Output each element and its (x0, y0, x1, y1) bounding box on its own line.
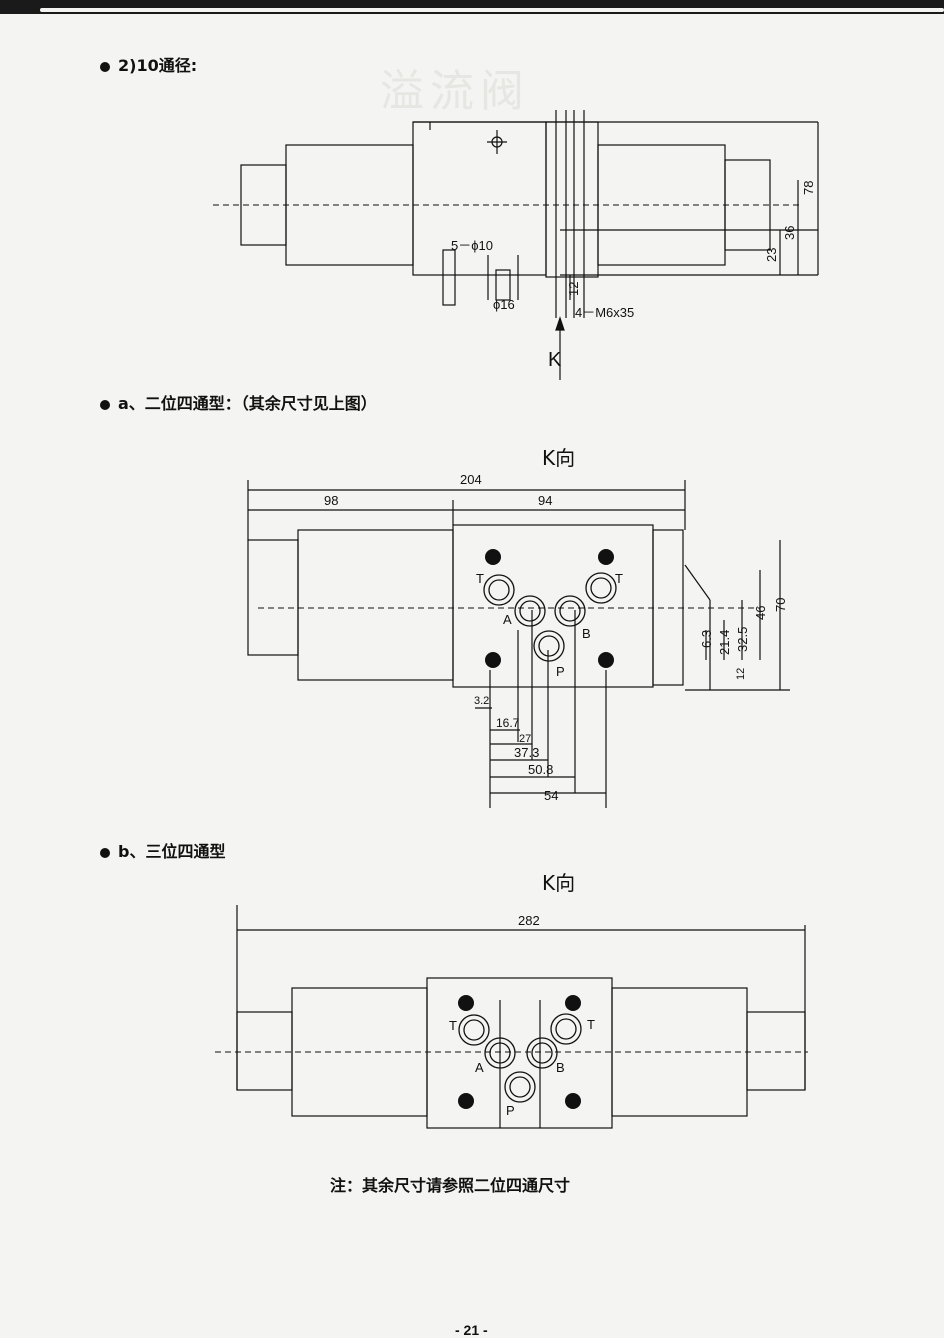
fa-port-label-p: P (556, 664, 565, 679)
fa-dim-98: 98 (324, 493, 338, 508)
fb-port-t-left (458, 1014, 490, 1046)
fb-port-p-inner (509, 1076, 531, 1098)
fa-dim-325: 32.5 (735, 627, 750, 652)
fa-dim-12: 12 (735, 668, 747, 680)
fb-body (426, 977, 613, 1129)
fb-port-a (484, 1037, 516, 1069)
fa-dim-54: 54 (544, 788, 558, 803)
fa-left-cap (247, 539, 299, 656)
label-bolt-holes: 5－ϕ10 (451, 238, 493, 253)
fb-port-t-right (550, 1013, 582, 1045)
fa-port-label-b: B (582, 626, 591, 641)
fb-dim-282: 282 (518, 913, 540, 928)
fb-bolt-hole (565, 995, 581, 1011)
bullet-icon (100, 847, 110, 858)
fb-bolt-hole (565, 1093, 581, 1109)
fa-body (452, 524, 654, 688)
side-view (213, 110, 819, 380)
bullet-icon (100, 399, 110, 410)
fb-port-t-left-inner (463, 1019, 485, 1041)
view-label-k-a: K向 (542, 446, 576, 470)
fa-bolt-hole (598, 652, 614, 668)
fa-bolt-hole (598, 549, 614, 565)
fa-left-solenoid (297, 529, 454, 681)
section-heading-three-position: b、三位四通型 (100, 838, 225, 862)
fa-dim-63: 6.3 (699, 630, 714, 648)
dim-23: 23 (764, 248, 779, 262)
view-label-k-b: K向 (542, 871, 576, 895)
side-bolt (442, 249, 456, 306)
fb-port-b-inner (531, 1042, 553, 1064)
fa-dim-70: 70 (773, 598, 788, 612)
dim-78: 78 (801, 181, 816, 195)
fa-dim-32: 3.2 (474, 695, 489, 707)
fa-port-b (554, 595, 586, 627)
side-right-body (545, 121, 599, 278)
fa-port-a-inner (519, 600, 541, 622)
fa-port-label-t: T (476, 571, 484, 586)
label-view-arrow: K (548, 349, 562, 371)
section-heading-text: a、二位四通型：（其余尺寸见上图） (118, 394, 377, 413)
ghost-title: 溢流阀 (380, 66, 530, 117)
fb-port-label-p: P (506, 1103, 515, 1118)
section-heading-text: 2)10通径: (118, 56, 198, 75)
fa-port-b-inner (559, 600, 581, 622)
section-heading-two-position: a、二位四通型：（其余尺寸见上图） (100, 390, 377, 414)
dim-36: 36 (782, 226, 797, 240)
front-view-a (247, 480, 790, 808)
fb-port-label-b: B (556, 1060, 565, 1075)
fa-labels: 204 98 94 T T A B P 70 46 32.5 21.4 6.3 … (324, 472, 788, 803)
fb-port-label-t: T (449, 1018, 457, 1033)
section-heading-text: b、三位四通型 (118, 842, 226, 861)
fa-port-t-right-inner (590, 577, 612, 599)
section-heading-10: 2)10通径: (100, 52, 197, 76)
fa-dim-167: 16.7 (496, 716, 520, 730)
fa-port-p-inner (538, 635, 560, 657)
dim-12: 12 (566, 282, 581, 296)
fa-bolt-hole (485, 549, 501, 565)
fb-port-label-t: T (587, 1017, 595, 1032)
fa-dim-94: 94 (538, 493, 552, 508)
fb-port-p (504, 1071, 536, 1103)
fa-port-a (514, 595, 546, 627)
footer-note: 注：其余尺寸请参照二位四通尺寸 (330, 1176, 571, 1195)
fb-labels: 282 T T A B P (449, 913, 595, 1118)
fb-right-cap (746, 1011, 806, 1091)
fb-ports (458, 995, 582, 1109)
view-arrow-head (555, 316, 565, 331)
fb-port-label-a: A (475, 1060, 484, 1075)
fa-bolt-hole (485, 652, 501, 668)
fa-dim-214: 21.4 (717, 630, 732, 655)
fa-dim-508: 50.8 (528, 762, 553, 777)
fb-left-cap (236, 1011, 293, 1091)
page-number: - 21 - (455, 1322, 488, 1338)
fb-port-a-inner (489, 1042, 511, 1064)
fa-dim-27: 27 (519, 733, 531, 745)
top-edge-highlight (40, 8, 944, 12)
fa-port-p (533, 630, 565, 662)
fa-ports (483, 549, 617, 668)
bullet-icon (100, 61, 110, 72)
fa-port-t-left (483, 574, 515, 606)
fa-port-label-a: A (503, 612, 512, 627)
fb-bolt-hole (458, 1093, 474, 1109)
side-counterbore (495, 269, 511, 301)
label-counterbore: ϕ16 (493, 297, 515, 312)
fa-slant (684, 564, 711, 601)
fa-port-t-left-inner (488, 579, 510, 601)
fa-dim-46: 46 (753, 606, 768, 620)
fb-bolt-hole (458, 995, 474, 1011)
fa-dim-373: 37.3 (514, 745, 539, 760)
fa-port-t-right (585, 572, 617, 604)
fb-port-t-right-inner (555, 1018, 577, 1040)
fb-port-b (526, 1037, 558, 1069)
front-view-b (215, 905, 808, 1129)
fa-port-label-t: T (615, 571, 623, 586)
side-view-labels: 5－ϕ10 ϕ16 4－M6x35 K 78 36 23 12 (451, 181, 816, 371)
label-screws: 4－M6x35 (575, 305, 634, 320)
fa-dim-204: 204 (460, 472, 482, 487)
